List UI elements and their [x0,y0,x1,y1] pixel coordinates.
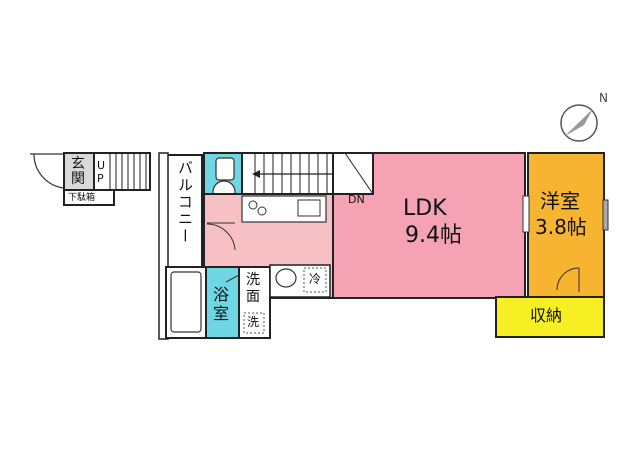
up-label: U P [97,159,106,185]
north-label: N [599,91,608,105]
room-western: 洋室 3.8帖 [528,153,604,297]
entrance-drawing [30,152,151,206]
washer-label: 洗 [247,315,260,329]
fridge-label: 冷 [309,272,322,286]
room-ldk: LDK 9.4帖 [333,153,525,298]
bath-label: 浴 室 [213,285,230,323]
balcony-label: バルコニー [176,160,194,245]
western-name: 洋室 [540,189,580,213]
ldk-size: 9.4帖 [405,223,462,248]
compass: N [557,92,613,148]
entrance-area: 玄 関 U P 下駄箱 [28,150,153,208]
compass-icon [560,104,598,142]
storage-label: 収納 [530,306,563,325]
stairs-down-label: DN [348,193,365,206]
western-size: 3.8帖 [535,215,587,239]
ldk-name: LDK [403,196,447,221]
genkan-label: 玄 関 [71,156,85,187]
shoe-box-label: 下駄箱 [68,193,96,203]
washroom-label: 洗 面 [246,272,260,305]
